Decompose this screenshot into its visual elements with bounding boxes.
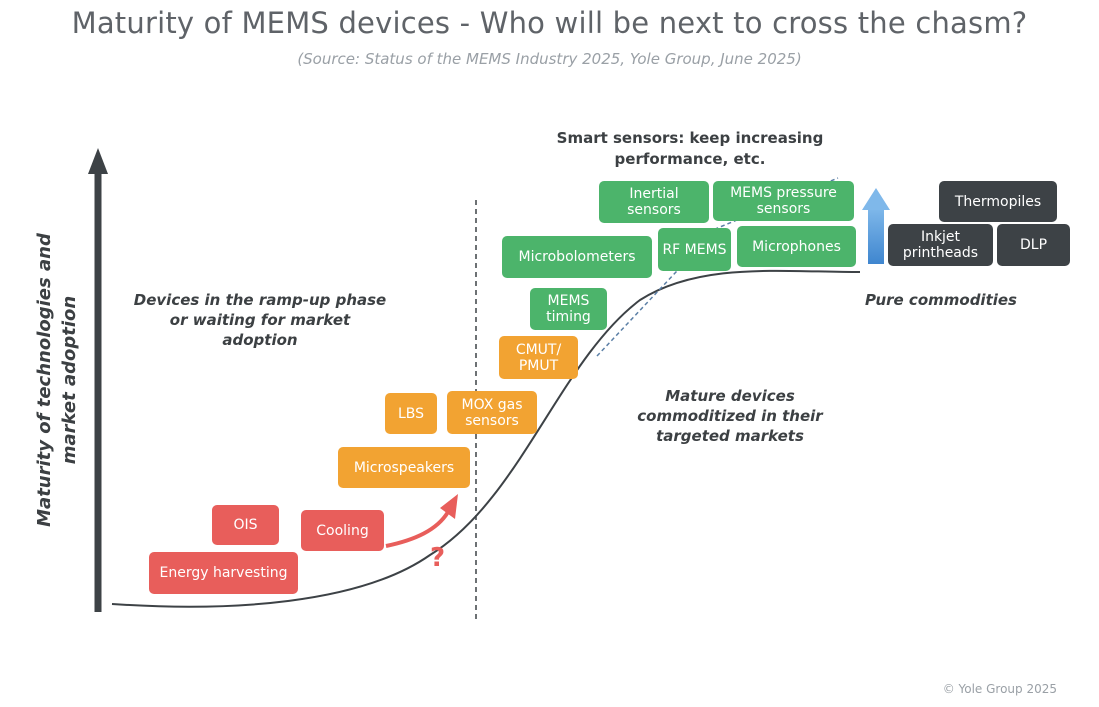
device-thermopiles: Thermopiles [939,181,1057,222]
device-microphones: Microphones [737,226,856,267]
performance-arrow-shaft [868,208,884,264]
device-inkjet-printheads: Inkjet printheads [888,224,993,266]
crossing-arrow [385,510,450,548]
device-rf-mems: RF MEMS [658,228,731,271]
crossing-arrowhead [440,494,458,519]
smart-sensors-note: Smart sensors: keep increasing performan… [556,129,824,168]
device-inertial-sensors: Inertial sensors [599,181,709,223]
copyright: © Yole Group 2025 [942,682,1057,696]
performance-arrowhead [862,188,890,210]
y-axis-label: Maturity of technologies and market adop… [34,233,80,527]
ramp-up-note: Devices in the ramp-up phase or waiting … [133,291,387,349]
device-microbolometers: Microbolometers [502,236,652,278]
device-ois: OIS [212,505,279,545]
device-mox-gas-sensors: MOX gas sensors [447,391,537,434]
question-mark-icon: ? [430,543,446,573]
commodities-note: Pure commodities [865,291,1017,309]
device-cmut-pmut: CMUT/ PMUT [499,336,578,379]
device-mems-pressure-sensors: MEMS pressure sensors [713,181,854,221]
adoption-curve [111,269,861,608]
device-energy-harvesting: Energy harvesting [149,552,298,594]
device-cooling: Cooling [301,510,384,551]
device-microspeakers: Microspeakers [338,447,470,488]
y-axis-arrowhead [88,148,108,174]
device-dlp: DLP [997,224,1070,266]
mature-note: Mature devices commoditized in their tar… [637,387,823,445]
device-mems-timing: MEMS timing [530,288,607,330]
page-title: Maturity of MEMS devices - Who will be n… [71,6,1028,40]
device-lbs: LBS [385,393,437,434]
page-subtitle: (Source: Status of the MEMS Industry 202… [297,50,802,68]
